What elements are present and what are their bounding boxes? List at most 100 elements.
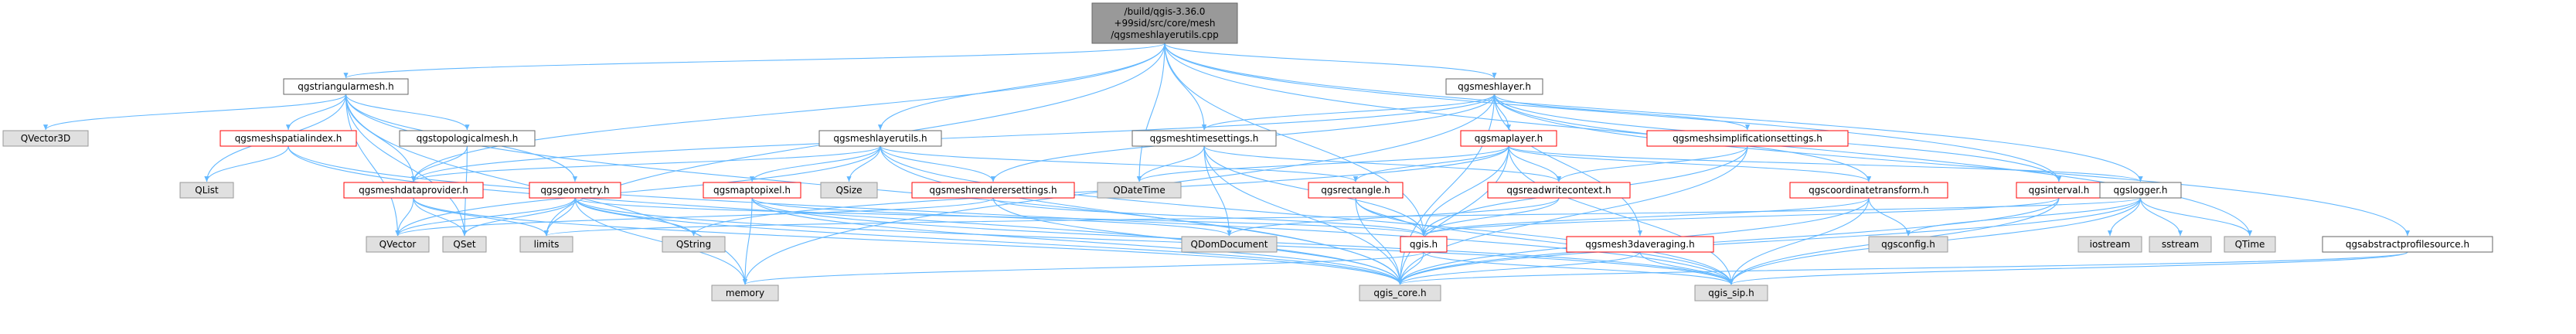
node-box-qgsmeshsimplificationsettings: [1646, 130, 1849, 147]
edge-qgis-to-qgis_sip: [1423, 251, 1734, 285]
edge-qgsmeshrenderersettings-to-QVector: [395, 197, 994, 237]
edge-qgsrectangle-to-qgis_sip: [1355, 197, 1734, 285]
edge-qgsmeshlayer-to-qgis_core: [1397, 94, 1496, 285]
edge-qgsmaplayer-to-qgscoordinatetransform: [1508, 145, 1871, 182]
edge-qgsmeshlayerutils-to-qgis_sip: [880, 145, 1734, 285]
node-qgsmeshtimesettings[interactable]: qgsmeshtimesettings.h: [1131, 130, 1277, 147]
node-qgsrectangle[interactable]: qgsrectangle.h: [1308, 182, 1404, 199]
edge-qgsmeshdataprovider-to-limits: [413, 197, 550, 237]
edge-layer: [43, 43, 2410, 285]
node-box-QString: [662, 236, 726, 253]
edge-qgsmaplayer-to-qgsrectangle: [1353, 145, 1509, 182]
node-box-limits: [519, 236, 573, 253]
node-layer: /build/qgis-3.36.0+99sid/src/core/mesh/q…: [2, 2, 2493, 302]
node-label-qgsmeshlayer: qgsmeshlayer.h: [1458, 81, 1531, 92]
node-box-root: [1091, 2, 1238, 44]
edge-qgstriangularmesh-to-QVector: [345, 94, 400, 237]
node-qgsinterval[interactable]: qgsinterval.h: [2016, 182, 2102, 199]
node-box-qgsmaptopixel: [703, 182, 801, 199]
edge-root-to-qgsmeshlayerutils: [877, 43, 1165, 131]
edge-qgsmeshsimplificationsettings-to-qgis_core: [1397, 145, 1748, 285]
node-QDomDocument: QDomDocument: [1181, 236, 1278, 253]
edge-qgsabstractprofilesource-to-qgis_sip: [1729, 251, 2408, 285]
edge-qgsmeshrenderersettings-to-qgis: [992, 197, 1426, 237]
edge-qgslogger-to-qgsconfig: [1906, 197, 2142, 237]
node-box-sstream: [2149, 236, 2212, 253]
edge-root-to-qgstriangularmesh: [343, 43, 1165, 79]
node-box-qgscoordinatetransform: [1789, 182, 1948, 199]
node-box-QSize: [820, 182, 878, 199]
node-qgsmeshsimplificationsettings[interactable]: qgsmeshsimplificationsettings.h: [1646, 130, 1849, 147]
edge-qgsmeshspatialindex-to-qgis_core: [288, 145, 1403, 285]
node-qgscoordinatetransform[interactable]: qgscoordinatetransform.h: [1789, 182, 1948, 199]
node-qgsmeshrenderersettings[interactable]: qgsmeshrenderersettings.h: [911, 182, 1075, 199]
node-label-qgsabstractprofilesource: qgsabstractprofilesource.h: [2346, 239, 2469, 250]
edge-root-to-qgsmeshdataprovider: [410, 43, 1165, 182]
edge-qgsreadwritecontext-to-qgis: [1421, 197, 1560, 237]
node-qgsconfig: qgsconfig.h: [1868, 236, 1948, 253]
edge-qgsmeshtimesettings-to-QDomDocument: [1203, 145, 1232, 237]
node-qgstriangularmesh[interactable]: qgstriangularmesh.h: [283, 78, 409, 95]
node-qgsreadwritecontext[interactable]: qgsreadwritecontext.h: [1487, 182, 1631, 199]
edge-qgsgeometry-to-QString: [574, 197, 696, 237]
node-label-QVector3D: QVector3D: [21, 133, 71, 144]
node-label-qgsmeshrenderersettings: qgsmeshrenderersettings.h: [929, 185, 1057, 196]
node-qgslogger[interactable]: qgslogger.h: [2099, 182, 2182, 199]
node-label-qgsconfig: qgsconfig.h: [1881, 239, 1935, 250]
node-qgsmeshdataprovider[interactable]: qgsmeshdataprovider.h: [343, 182, 484, 199]
node-QVector: QVector: [366, 236, 430, 253]
node-box-QVector3D: [2, 130, 89, 147]
node-box-qgis_sip: [1694, 285, 1768, 302]
node-box-qgis_core: [1359, 285, 1441, 302]
node-label-qgsmeshdataprovider: qgsmeshdataprovider.h: [359, 185, 468, 196]
node-QTime: QTime: [2224, 236, 2276, 253]
node-label-QList: QList: [195, 185, 219, 196]
node-qgsmaplayer[interactable]: qgsmaplayer.h: [1460, 130, 1557, 147]
node-qgsgeometry[interactable]: qgsgeometry.h: [529, 182, 621, 199]
node-QDateTime: QDateTime: [1097, 182, 1182, 199]
node-QString: QString: [662, 236, 726, 253]
edge-root-to-qgsmeshlayer: [1164, 43, 1497, 79]
node-box-qgsmeshrenderersettings: [911, 182, 1075, 199]
node-qgsmesh3daveraging[interactable]: qgsmesh3daveraging.h: [1566, 236, 1714, 253]
edge-qgsgeometry-to-QSet: [461, 197, 576, 237]
edge-qgsmeshlayer-to-qgsmeshdataprovider: [411, 94, 1496, 182]
node-box-QDomDocument: [1181, 236, 1278, 253]
edge-qgslogger-to-sstream: [2139, 197, 2183, 237]
node-label-QDateTime: QDateTime: [1113, 185, 1165, 196]
node-qgsmeshspatialindex[interactable]: qgsmeshspatialindex.h: [219, 130, 357, 147]
node-qgis[interactable]: qgis.h: [1400, 236, 1448, 253]
node-root[interactable]: /build/qgis-3.36.0+99sid/src/core/mesh/q…: [1091, 2, 1238, 44]
node-label-root-line-3: /qgsmeshlayerutils.cpp: [1111, 29, 1218, 40]
edge-qgsmeshlayerutils-to-qgsmeshrenderersettings: [880, 145, 996, 182]
node-box-qgsconfig: [1868, 236, 1948, 253]
node-qgsmaptopixel[interactable]: qgsmaptopixel.h: [703, 182, 801, 199]
node-label-memory: memory: [726, 288, 764, 298]
node-box-qgis: [1400, 236, 1448, 253]
node-qgsmeshlayer[interactable]: qgsmeshlayer.h: [1445, 78, 1543, 95]
node-qgstopologicalmesh[interactable]: qgstopologicalmesh.h: [399, 130, 536, 147]
node-box-qgsreadwritecontext: [1487, 182, 1631, 199]
node-label-qgsmesh3daveraging: qgsmesh3daveraging.h: [1585, 239, 1694, 250]
edge-qgsreadwritecontext-to-QDomDocument: [1227, 197, 1560, 237]
edge-qgsabstractprofilesource-to-qgis_core: [1397, 251, 2408, 285]
node-box-QVector: [366, 236, 430, 253]
edge-qgstriangularmesh-to-qgstopologicalmesh: [345, 94, 470, 131]
node-memory: memory: [711, 285, 779, 302]
node-label-qgis_core: qgis_core.h: [1373, 288, 1426, 298]
node-label-qgslogger: qgslogger.h: [2113, 185, 2167, 196]
node-box-qgstopologicalmesh: [399, 130, 536, 147]
edge-qgslogger-to-qgis_core: [1397, 197, 2142, 285]
node-label-sstream: sstream: [2162, 239, 2199, 250]
edge-qgsmeshlayer-to-qgsabstractprofilesource: [1493, 94, 2410, 237]
node-box-qgstriangularmesh: [283, 78, 409, 95]
edge-qgslogger-to-QTime: [2139, 197, 2253, 237]
node-label-QTime: QTime: [2235, 239, 2265, 250]
edge-qgsmeshlayerutils-to-qgsmeshdataprovider: [411, 145, 881, 182]
node-qgsabstractprofilesource[interactable]: qgsabstractprofilesource.h: [2322, 236, 2493, 253]
edge-qgsmaplayer-to-qgis_sip: [1508, 145, 1734, 285]
node-qgsmeshlayerutils[interactable]: qgsmeshlayerutils.h: [818, 130, 942, 147]
edge-qgsmaptopixel-to-qgis_core: [751, 197, 1403, 285]
edge-qgsmeshlayerutils-to-QSize: [846, 145, 881, 182]
node-label-qgsmeshsimplificationsettings: qgsmeshsimplificationsettings.h: [1673, 133, 1822, 144]
